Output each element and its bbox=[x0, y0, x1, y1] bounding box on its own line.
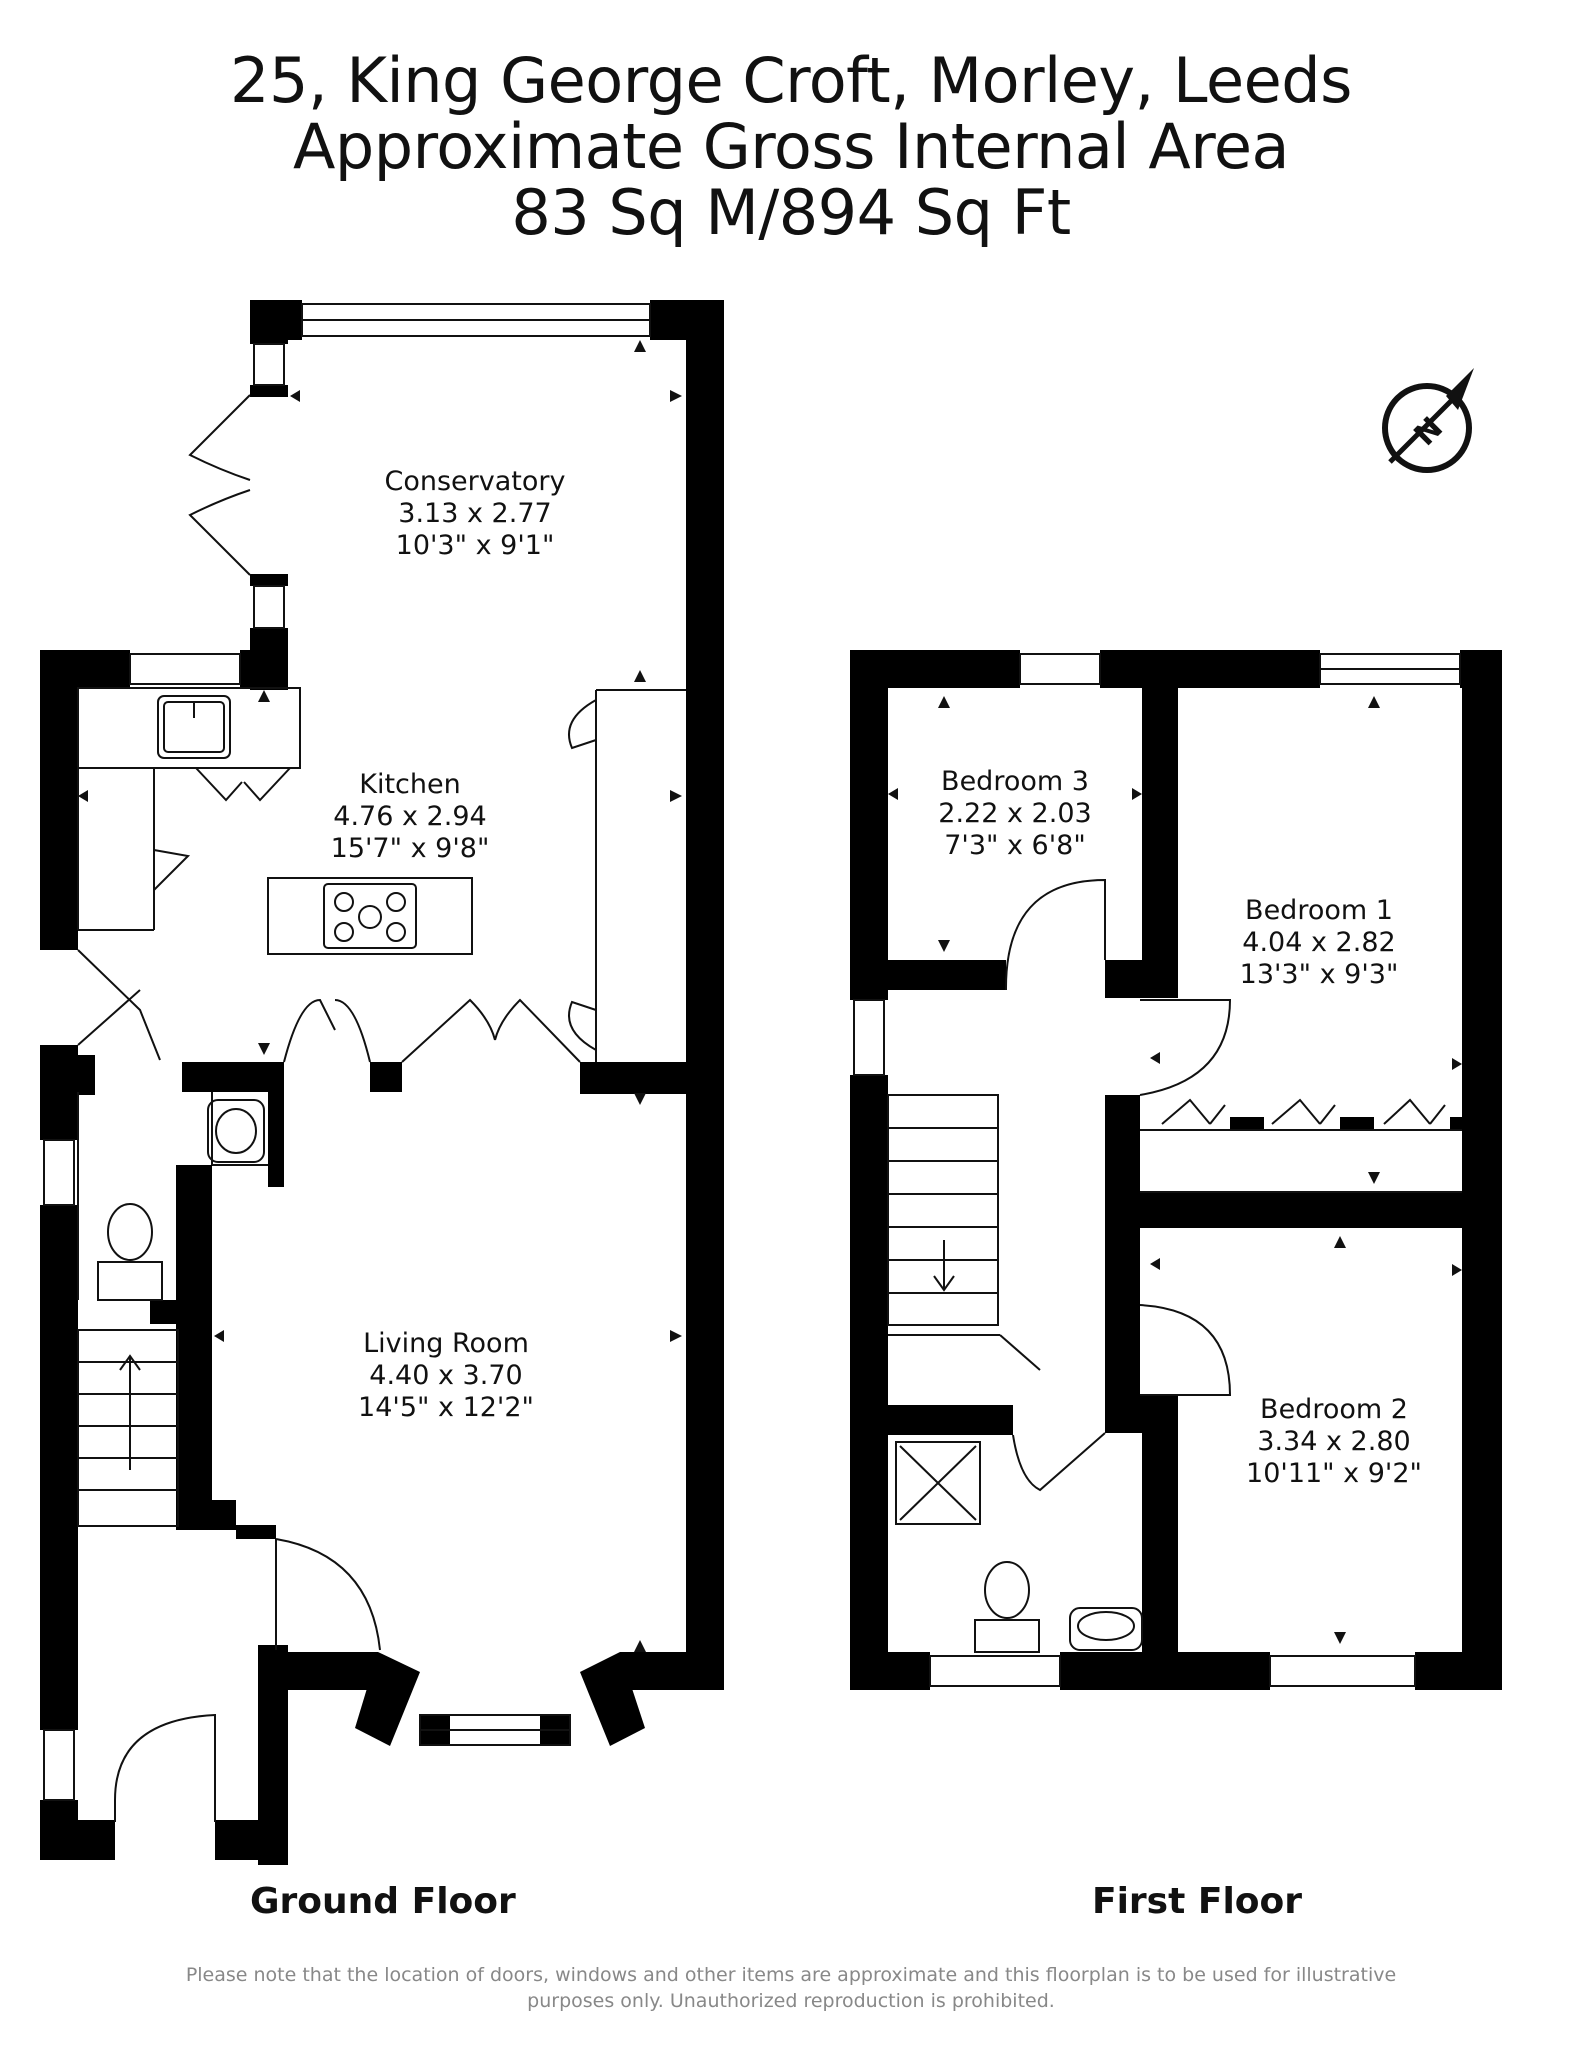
bay-wall bbox=[580, 1652, 645, 1746]
basin-icon bbox=[1069, 1607, 1143, 1651]
ground-floor-lines bbox=[43, 303, 686, 1822]
living-room-metric: 4.40 x 3.70 bbox=[369, 1360, 522, 1391]
window bbox=[43, 1729, 75, 1801]
wall bbox=[250, 574, 288, 586]
wall bbox=[150, 1300, 212, 1324]
wall bbox=[215, 1820, 288, 1860]
conservatory-name: Conservatory bbox=[385, 466, 566, 497]
bedroom3-imperial: 7'3" x 6'8" bbox=[944, 830, 1086, 861]
wall bbox=[176, 1500, 236, 1530]
wall bbox=[686, 300, 724, 1690]
wall bbox=[240, 650, 288, 688]
sink-icon bbox=[157, 695, 231, 759]
window bbox=[1019, 653, 1101, 685]
property-address: 25, King George Croft, Morley, Leeds bbox=[230, 44, 1352, 117]
ground-floor-label: Ground Floor bbox=[250, 1881, 516, 1922]
worktop bbox=[77, 687, 301, 769]
bedroom3-name: Bedroom 3 bbox=[941, 766, 1089, 797]
wall bbox=[176, 1165, 212, 1525]
bedroom1-imperial: 13'3" x 9'3" bbox=[1240, 959, 1399, 990]
wall bbox=[182, 1062, 284, 1092]
wall bbox=[250, 300, 288, 344]
wall bbox=[1100, 650, 1320, 688]
wall bbox=[370, 1062, 402, 1092]
wall bbox=[236, 1525, 276, 1539]
wall bbox=[268, 1062, 284, 1187]
basin-icon bbox=[207, 1099, 265, 1163]
window bbox=[253, 585, 285, 629]
back-door bbox=[77, 949, 161, 1061]
wall bbox=[40, 650, 78, 950]
area-value: 83 Sq M/894 Sq Ft bbox=[511, 176, 1071, 249]
wall bbox=[1415, 1652, 1502, 1690]
dimension-markers bbox=[78, 340, 1462, 1652]
wall bbox=[888, 1405, 1013, 1435]
wall bbox=[1462, 650, 1502, 1690]
wall bbox=[1230, 1117, 1264, 1129]
wall bbox=[40, 1055, 95, 1095]
window bbox=[129, 653, 241, 685]
shower-icon bbox=[895, 1441, 981, 1525]
wall bbox=[1105, 1095, 1140, 1415]
wall bbox=[40, 1205, 78, 1730]
window bbox=[1269, 1655, 1416, 1687]
wall bbox=[1142, 688, 1178, 998]
bedroom1-metric: 4.04 x 2.82 bbox=[1242, 927, 1395, 958]
wc-icon bbox=[107, 1203, 153, 1261]
wall bbox=[620, 1652, 724, 1690]
first-floor-plan bbox=[850, 650, 1502, 1690]
wall bbox=[850, 1652, 930, 1690]
disclaimer-line-2: purposes only. Unauthorized reproduction… bbox=[527, 1990, 1055, 2012]
disclaimer: Please note that the location of doors, … bbox=[0, 1962, 1582, 2014]
wc-cistern bbox=[97, 1261, 163, 1301]
bedroom2-metric: 3.34 x 2.80 bbox=[1257, 1426, 1410, 1457]
wall bbox=[850, 1075, 888, 1690]
wall bbox=[250, 385, 288, 397]
wall bbox=[1142, 1395, 1178, 1690]
living-room-name: Living Room bbox=[363, 1328, 529, 1359]
bedroom2-imperial: 10'11" x 9'2" bbox=[1246, 1458, 1422, 1489]
bedroom1-name: Bedroom 1 bbox=[1245, 895, 1393, 926]
disclaimer-line-1: Please note that the location of doors, … bbox=[185, 1964, 1397, 1986]
wall bbox=[258, 1652, 378, 1690]
living-room-imperial: 14'5" x 12'2" bbox=[358, 1392, 534, 1423]
hob-icon bbox=[323, 883, 417, 949]
conservatory-metric: 3.13 x 2.77 bbox=[398, 498, 551, 529]
wc-icon bbox=[984, 1561, 1030, 1619]
wall bbox=[580, 1062, 724, 1094]
wc-cistern bbox=[974, 1619, 1040, 1653]
wall bbox=[1450, 1117, 1465, 1129]
first-floor-lines bbox=[853, 653, 1462, 1687]
window bbox=[929, 1655, 1061, 1687]
kitchen-island bbox=[267, 877, 473, 955]
bedroom3-metric: 2.22 x 2.03 bbox=[938, 798, 1091, 829]
window bbox=[853, 999, 885, 1076]
stairs bbox=[77, 1329, 179, 1527]
window bbox=[43, 1139, 75, 1206]
wall bbox=[40, 1820, 115, 1860]
kitchen-name: Kitchen bbox=[359, 769, 460, 800]
compass-letter: N bbox=[1408, 411, 1451, 454]
area-caption: Approximate Gross Internal Area bbox=[293, 110, 1290, 183]
wall bbox=[888, 960, 1006, 990]
room-labels: Conservatory 3.13 x 2.77 10'3" x 9'1" Ki… bbox=[331, 466, 1422, 1489]
wall bbox=[1105, 960, 1178, 998]
ground-floor-plan bbox=[40, 300, 724, 1865]
plan-header: 25, King George Croft, Morley, Leeds App… bbox=[0, 48, 1582, 246]
wall bbox=[1340, 1117, 1374, 1129]
window bbox=[253, 343, 285, 386]
first-floor-label: First Floor bbox=[1092, 1881, 1303, 1922]
kitchen-metric: 4.76 x 2.94 bbox=[333, 801, 486, 832]
kitchen-imperial: 15'7" x 9'8" bbox=[331, 833, 490, 864]
conservatory-imperial: 10'3" x 9'1" bbox=[396, 530, 555, 561]
bay-wall bbox=[355, 1652, 420, 1746]
compass-north-icon: N bbox=[1382, 368, 1474, 473]
bedroom2-name: Bedroom 2 bbox=[1260, 1394, 1408, 1425]
wall bbox=[850, 650, 888, 1000]
stairs bbox=[887, 1094, 999, 1326]
wall bbox=[1105, 1192, 1502, 1228]
